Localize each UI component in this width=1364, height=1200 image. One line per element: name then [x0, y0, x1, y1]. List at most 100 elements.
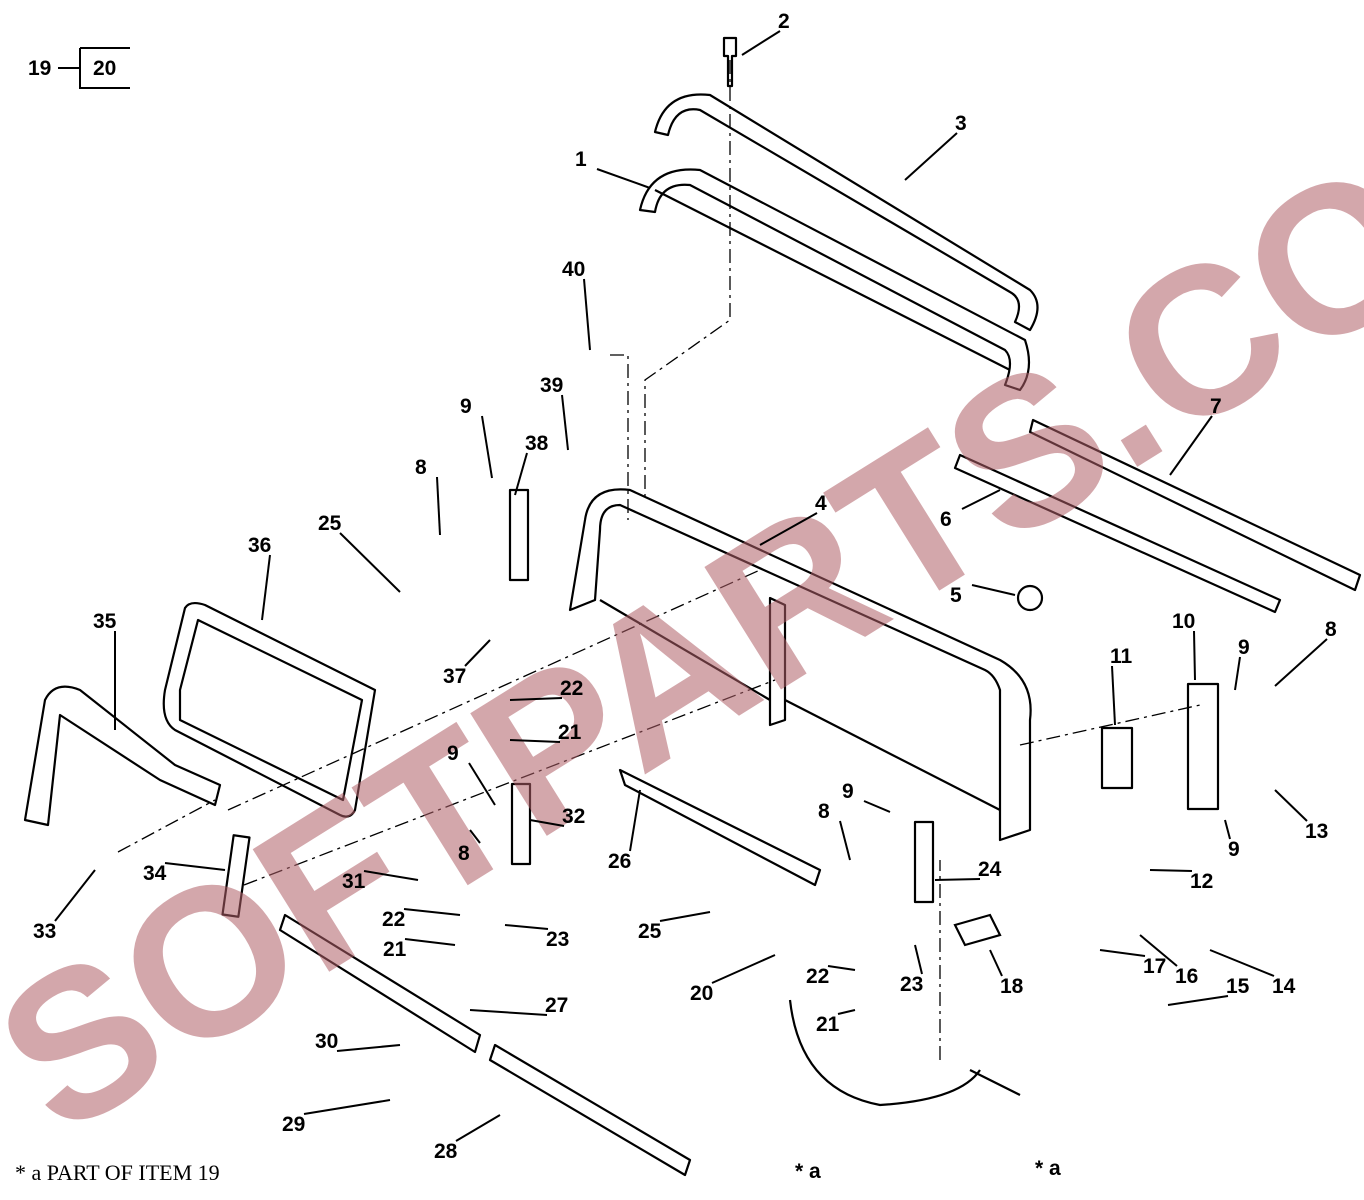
leader-line	[971, 584, 1016, 596]
callout-21: 21	[383, 938, 407, 961]
lanyard-20	[788, 999, 981, 1107]
leader-line	[504, 924, 549, 930]
callout-8: 8	[458, 842, 470, 865]
callout-2: 2	[778, 10, 790, 33]
callout-27: 27	[545, 994, 568, 1017]
leader-line	[1149, 869, 1193, 872]
callout-9: 9	[1228, 838, 1240, 861]
hinge-32	[510, 782, 532, 866]
rail-26	[618, 768, 822, 887]
leader-line	[1169, 415, 1213, 476]
leader-line	[509, 697, 563, 701]
plug-5	[1016, 584, 1044, 612]
leader-line	[261, 554, 271, 621]
leader-line	[436, 476, 441, 536]
leader-line	[481, 415, 493, 479]
callout-31: 31	[342, 870, 366, 893]
footnote: * a PART OF ITEM 19	[15, 1160, 220, 1185]
leader-line	[827, 965, 856, 971]
callout-22: 22	[382, 908, 405, 931]
callout-8: 8	[1325, 618, 1337, 641]
leader-line	[469, 829, 481, 844]
leader-line	[759, 512, 818, 546]
callout-29: 29	[282, 1113, 305, 1136]
leader-line	[339, 532, 401, 593]
callout-10: 10	[1172, 610, 1195, 633]
leader-line	[989, 949, 1003, 977]
callout-21: 21	[558, 721, 582, 744]
leader-line	[711, 954, 776, 984]
callout-9: 9	[842, 780, 854, 803]
leader-line	[837, 1009, 856, 1015]
callout-28: 28	[434, 1140, 458, 1163]
callout-39: 39	[540, 374, 563, 397]
callout-22: 22	[806, 965, 829, 988]
leader-line	[659, 911, 711, 922]
strip-7	[1028, 418, 1362, 592]
hinge-24	[913, 820, 935, 904]
watermark: SOFTPARTS.COM	[0, 23, 1364, 1178]
leader-line	[468, 762, 496, 806]
leader-line	[914, 944, 923, 975]
leader-line	[629, 789, 641, 852]
callout-34: 34	[143, 862, 167, 885]
leader-line	[509, 739, 561, 743]
plate-11	[1100, 726, 1134, 790]
leader-line	[363, 870, 419, 881]
leader-line	[1193, 630, 1196, 681]
callout-24: 24	[978, 858, 1002, 881]
callout-3: 3	[955, 112, 967, 135]
leader-line	[336, 1044, 401, 1052]
callout-32: 32	[562, 805, 585, 828]
leader-line	[404, 938, 456, 946]
callout-6: 6	[940, 508, 952, 531]
leader-line	[1274, 638, 1328, 687]
seal-rail-1	[638, 168, 1031, 392]
callout-12: 12	[1190, 870, 1213, 893]
leader-line	[1234, 656, 1241, 691]
leader-line	[1209, 949, 1275, 977]
callout-18: 18	[1000, 975, 1024, 998]
frame-4	[568, 488, 1032, 842]
callout-14: 14	[1272, 975, 1296, 998]
plate-34	[221, 834, 251, 918]
callout-38: 38	[525, 432, 549, 455]
callout-9: 9	[1238, 636, 1250, 659]
parts	[23, 36, 1362, 1177]
note-asterisk-a: * a	[1035, 1157, 1061, 1180]
callout-33: 33	[33, 920, 56, 943]
note-asterisk-a: * a	[795, 1160, 821, 1183]
leader-line	[1167, 995, 1229, 1006]
callout-13: 13	[1305, 820, 1328, 843]
leader-line	[839, 820, 851, 861]
leader-line	[464, 639, 491, 667]
plate-10	[1186, 682, 1220, 811]
callout-15: 15	[1226, 975, 1250, 998]
callout-22: 22	[560, 677, 583, 700]
screw-2	[722, 36, 738, 88]
callout-1: 1	[575, 148, 587, 171]
leader-line	[741, 30, 781, 56]
callout-25: 25	[638, 920, 662, 943]
callout-4: 4	[815, 492, 827, 515]
callout-11: 11	[1110, 645, 1133, 668]
leader-line	[961, 489, 1001, 510]
figure-ref: 19	[28, 57, 51, 80]
glass-36	[162, 601, 377, 818]
figure-number: 20	[93, 57, 116, 80]
leader-line	[863, 800, 891, 813]
callout-23: 23	[546, 928, 569, 951]
leader-line	[455, 1114, 501, 1142]
callout-17: 17	[1143, 955, 1166, 978]
callout-8: 8	[818, 800, 830, 823]
rail-27a	[278, 913, 482, 1054]
callout-9: 9	[447, 742, 459, 765]
pad-18	[953, 913, 1002, 947]
bracket-35	[23, 685, 222, 827]
leader-line	[1099, 949, 1146, 957]
leader-line	[583, 278, 591, 351]
leader-line	[514, 452, 528, 496]
leader-line	[934, 878, 981, 881]
